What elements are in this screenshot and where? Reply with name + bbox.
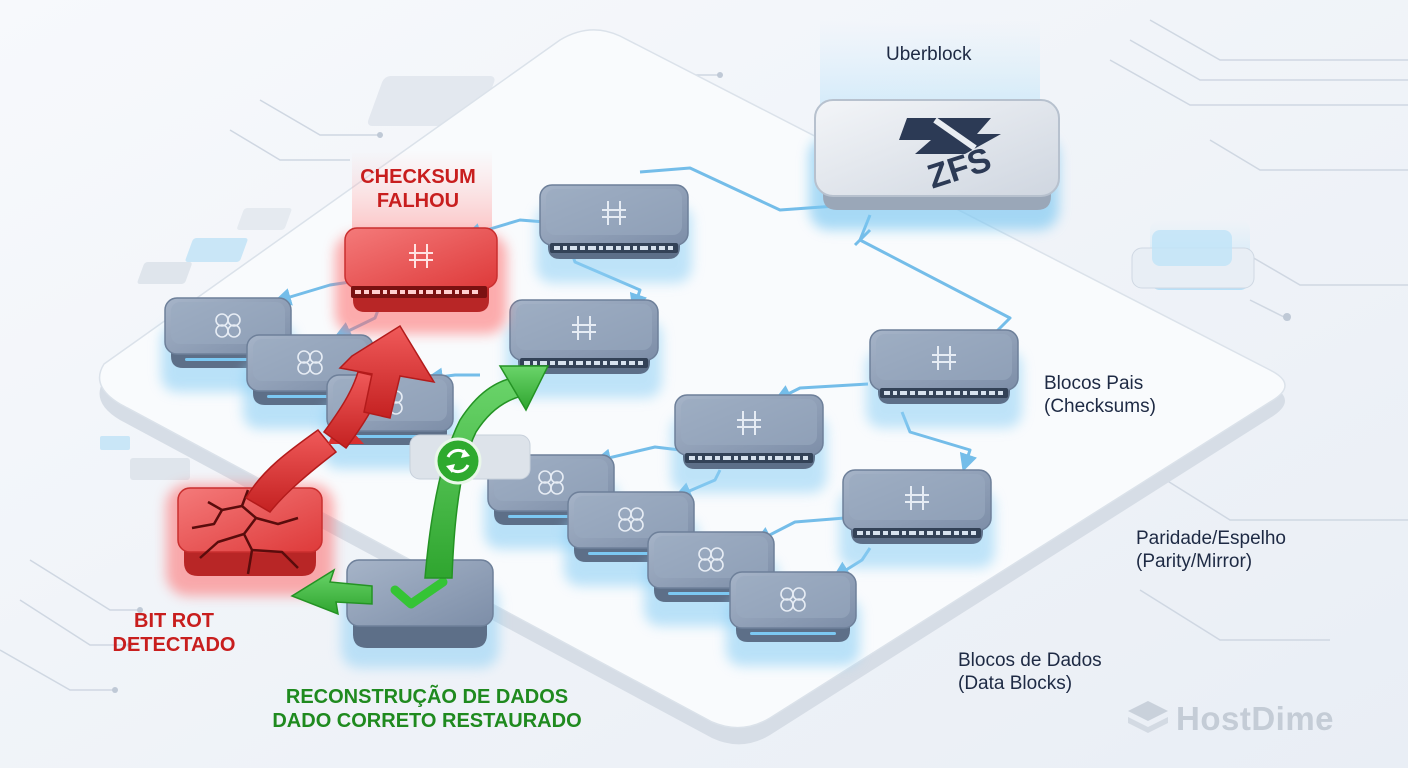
parent-blocks-line-2: (Checksums) (1044, 395, 1156, 417)
parity-mirror-label: Paridade/Espelho (Parity/Mirror) (1136, 528, 1286, 574)
data-blocks-label: Blocos de Dados (Data Blocks) (958, 650, 1102, 696)
refresh-cycle-icon (434, 437, 482, 485)
parity-mirror-line-1: Paridade/Espelho (1136, 528, 1286, 549)
red-error-arrow (244, 324, 436, 513)
reconstruction-line-2: DADO CORRETO RESTAURADO (272, 710, 582, 732)
correct-data-block (341, 559, 499, 668)
checksum-failed-line-1: CHECKSUM (360, 166, 476, 188)
parent-blocks-label: Blocos Pais (Checksums) (1044, 373, 1156, 419)
checksum-failed-label: CHECKSUM FALHOU (348, 165, 488, 213)
uberblock-label: Uberblock (886, 44, 972, 65)
checkmark-icon (390, 577, 448, 609)
reconstruction-line-1: RECONSTRUÇÃO DE DADOS (285, 686, 569, 708)
parity-mirror-line-2: (Parity/Mirror) (1136, 550, 1253, 572)
data-blocks-line-2: (Data Blocks) (958, 672, 1073, 694)
parent-block-top (536, 185, 692, 283)
bit-rot-block (166, 484, 334, 596)
parent-block-lower (839, 470, 995, 568)
crack-icon (191, 489, 299, 575)
hash-icon (409, 244, 433, 268)
failed-checksum-block (335, 227, 507, 334)
green-repair-arrow (290, 365, 550, 616)
parent-block-center (671, 395, 827, 493)
parent-blocks-line-1: Blocos Pais (1044, 373, 1144, 394)
hostdime-logo: HostDime (1126, 696, 1366, 742)
bit-rot-label: BIT ROT DETECTADO (100, 609, 248, 657)
checksum-failed-line-2: FALHOU (376, 190, 460, 212)
zfs-logo-icon: ZFS (899, 117, 1001, 196)
parent-block-right (866, 330, 1022, 428)
data-blocks-line-1: Blocos de Dados (958, 650, 1102, 671)
bit-rot-line-2: DETECTADO (112, 634, 236, 656)
uberblock: ZFS (809, 99, 1060, 230)
hostdime-logo-text: HostDime (1176, 700, 1335, 737)
bit-rot-line-1: BIT ROT (134, 610, 214, 632)
data-block-7 (726, 572, 860, 666)
reconstruction-label: RECONSTRUÇÃO DE DADOS DADO CORRETO RESTA… (262, 685, 592, 733)
hostdime-logo-icon (1128, 701, 1168, 733)
